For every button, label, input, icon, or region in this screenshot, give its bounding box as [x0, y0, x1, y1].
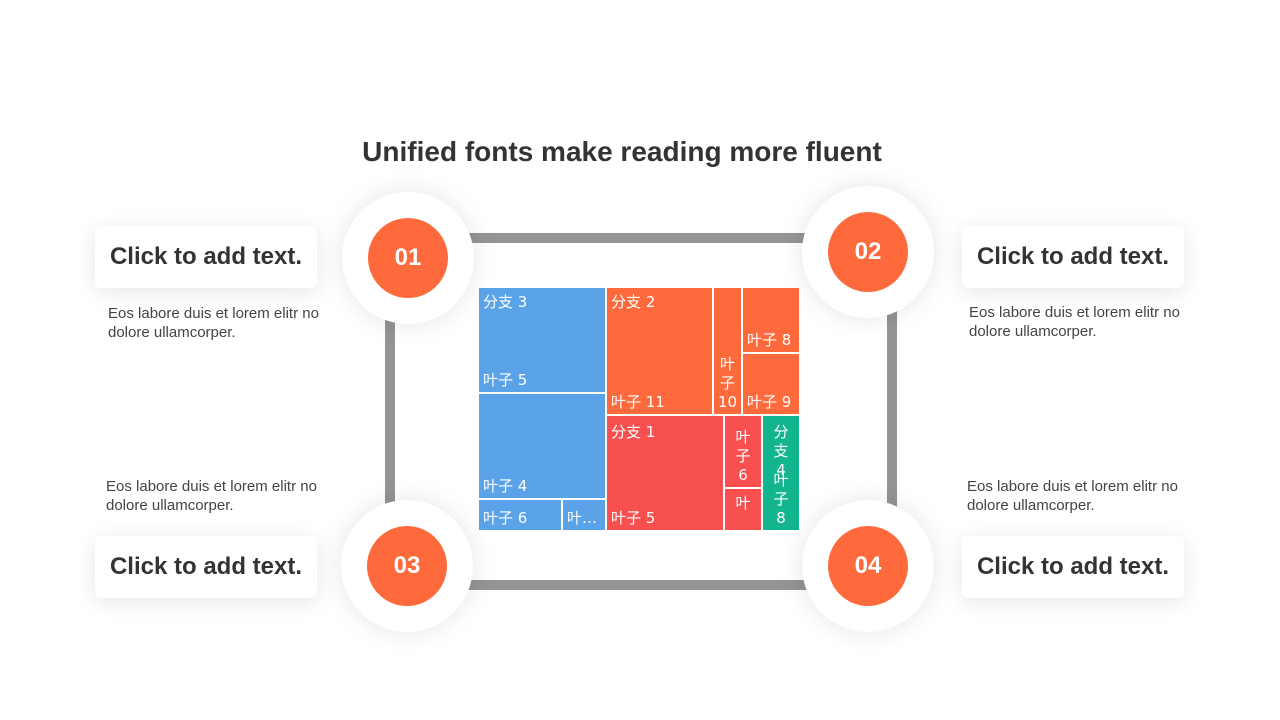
treemap-leaf-label: 叶 [735, 494, 750, 512]
treemap-cell [561, 498, 607, 531]
treemap-leaf-label: 叶子 9 [747, 393, 791, 411]
treemap-leaf-label: 子 [720, 374, 735, 392]
treemap-branch-label: 4 [776, 461, 786, 479]
treemap-branch-label: 支 [773, 442, 788, 460]
step-04-circle[interactable]: 04 [802, 500, 934, 632]
point-03-heading[interactable]: Click to add text. [95, 536, 317, 598]
step-03-circle[interactable]: 03 [341, 500, 473, 632]
treemap-cell [478, 498, 563, 531]
step-03-number: 03 [367, 526, 447, 606]
treemap-branch-label: 分 [773, 423, 788, 441]
treemap-leaf-label: 6 [738, 466, 748, 484]
treemap-cell [723, 487, 763, 531]
treemap-cell [712, 287, 743, 416]
treemap-branch-label: 分支 3 [483, 293, 527, 311]
treemap-leaf-label: 8 [776, 509, 786, 527]
point-03-description[interactable]: Eos labore duis et lorem elitr no dolore… [106, 478, 317, 514]
treemap-cell [741, 352, 800, 416]
step-02-number: 02 [828, 212, 908, 292]
treemap-leaf-label: 叶子 5 [483, 371, 527, 389]
step-01-circle[interactable]: 01 [342, 192, 474, 324]
point-04-description[interactable]: Eos labore duis et lorem elitr no dolore… [967, 478, 1178, 514]
step-04-number: 04 [828, 526, 908, 606]
treemap-leaf-label: 叶 [735, 428, 750, 446]
step-02-circle[interactable]: 02 [802, 186, 934, 318]
treemap-branch-label: 分支 2 [611, 293, 655, 311]
point-02-heading[interactable]: Click to add text. [962, 226, 1184, 288]
treemap-branch-label: 分支 1 [611, 423, 655, 441]
treemap-leaf-label: 叶 [720, 355, 735, 373]
treemap-cell [741, 287, 800, 354]
step-01-number: 01 [368, 218, 448, 298]
treemap-leaf-label: 子 [735, 447, 750, 465]
point-01-description[interactable]: Eos labore duis et lorem elitr no dolore… [108, 305, 319, 341]
treemap-leaf-label: 叶子 4 [483, 477, 527, 495]
treemap-cell [761, 414, 800, 531]
treemap-leaf-label: 10 [718, 393, 737, 411]
point-04-heading[interactable]: Click to add text. [962, 536, 1184, 598]
point-02-description[interactable]: Eos labore duis et lorem elitr no dolore… [969, 304, 1180, 340]
point-01-heading[interactable]: Click to add text. [95, 226, 317, 288]
treemap-leaf-label: 叶子 5 [611, 509, 655, 527]
treemap-leaf-label: 叶… [567, 509, 597, 527]
treemap-leaf-label: 叶子 8 [747, 331, 791, 349]
treemap-leaf-label: 叶 [773, 471, 788, 489]
treemap-leaf-label: 子 [773, 490, 788, 508]
page-title: Unified fonts make reading more fluent [362, 136, 882, 167]
treemap-leaf-label: 叶子 6 [483, 509, 527, 527]
treemap-cell [478, 287, 607, 394]
treemap-leaf-label: 叶子 11 [611, 393, 665, 411]
